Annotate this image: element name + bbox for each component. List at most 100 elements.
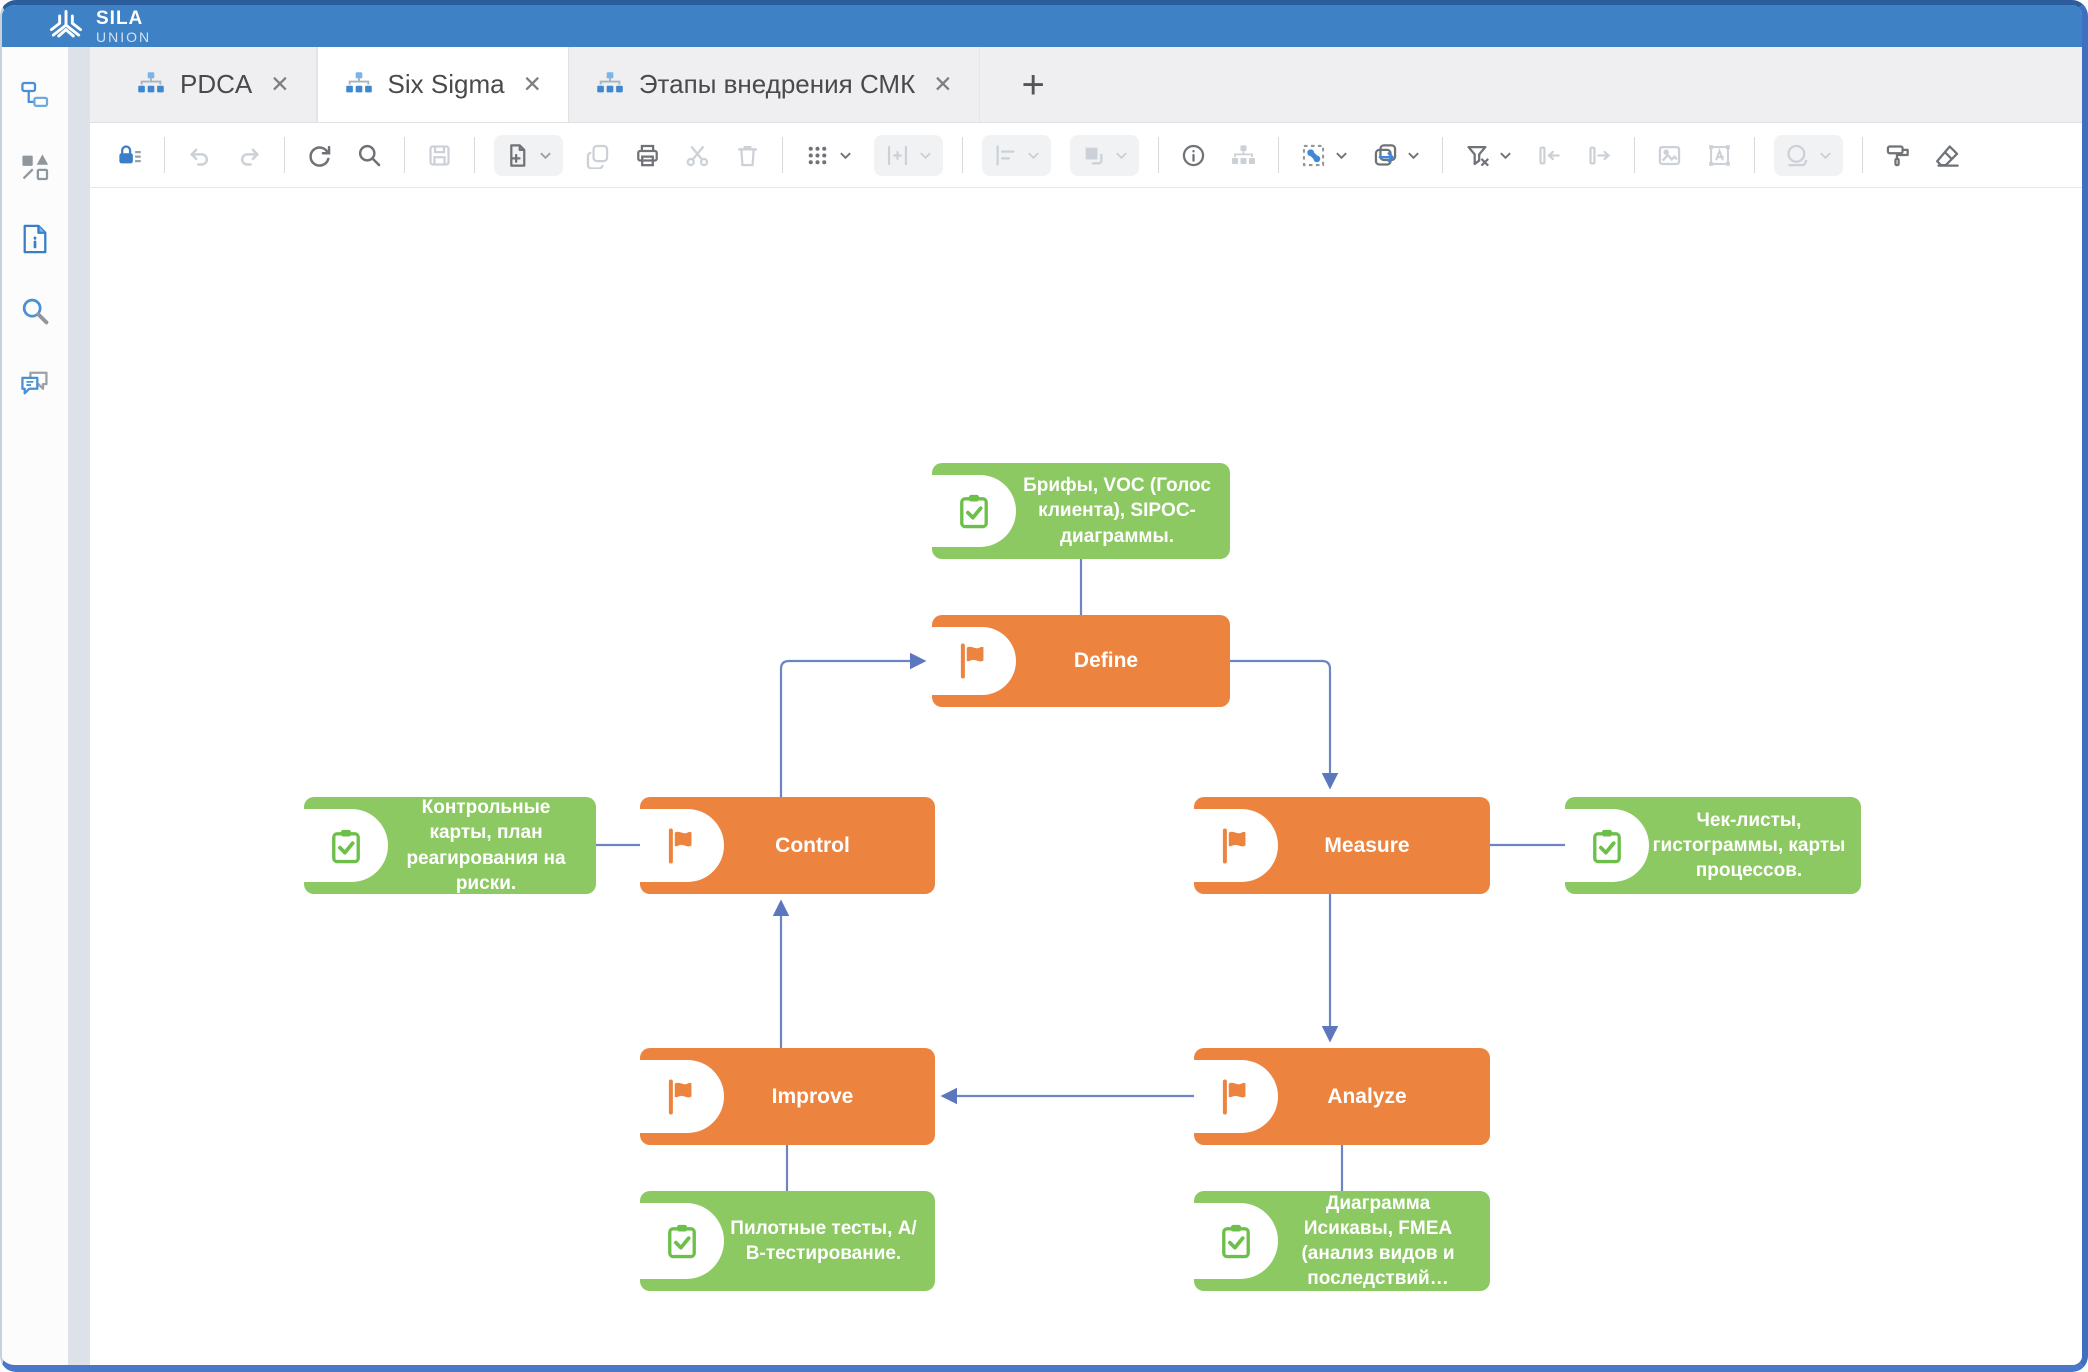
tab-close-icon[interactable]: ✕ <box>933 71 953 97</box>
indent-out-icon <box>1584 140 1615 171</box>
toolbar-separator <box>1862 137 1863 173</box>
stage-improve[interactable]: Improve <box>640 1048 935 1145</box>
toolbar <box>90 123 2082 188</box>
flag-icon <box>932 627 1016 695</box>
note-control[interactable]: Контрольные карты, план реагирования на … <box>304 797 596 894</box>
align-button <box>982 134 1051 176</box>
clear-filter-button[interactable] <box>1462 140 1515 171</box>
insert-image-icon <box>1654 140 1685 171</box>
eraser-icon[interactable] <box>1932 140 1963 171</box>
toolbar-separator <box>962 137 963 173</box>
chevron-down-icon <box>1500 152 1511 159</box>
tab-label: Этапы внедрения СМК <box>638 69 916 99</box>
clipboard-check-icon <box>640 1203 724 1279</box>
tab-etapy-vnedreniya-smk[interactable]: Этапы внедрения СМК ✕ <box>569 47 980 122</box>
org-chart-icon <box>1228 140 1259 171</box>
document-info-icon[interactable] <box>19 223 51 255</box>
toolbar-separator <box>782 137 783 173</box>
tab-close-icon[interactable]: ✕ <box>522 71 542 97</box>
grid-options-button[interactable] <box>802 140 855 171</box>
connector-define-measure[interactable] <box>1230 659 1339 790</box>
search-toolbar-icon[interactable] <box>354 140 385 171</box>
stage-measure[interactable]: Measure <box>1194 797 1490 894</box>
flag-icon <box>1194 1060 1278 1133</box>
note-text: Диаграмма Исикавы, FMEA (анализ видов и … <box>1301 1192 1455 1290</box>
add-tab-button[interactable]: + <box>1014 65 1053 105</box>
brand-subname: UNION <box>96 28 152 45</box>
toolbar-separator <box>1158 137 1159 173</box>
note-improve[interactable]: Пилотные тесты, А/В-тестирование. <box>640 1191 935 1291</box>
cut-icon <box>682 140 713 171</box>
clipboard-check-icon <box>932 475 1016 547</box>
flag-icon <box>1194 809 1278 882</box>
note-text: Контрольные карты, план реагирования на … <box>406 797 566 894</box>
app-header: SILA UNION <box>2 5 2082 47</box>
stage-define[interactable]: Define <box>932 615 1230 707</box>
indent-in-icon <box>1534 140 1565 171</box>
toolbar-separator <box>284 137 285 173</box>
chevron-down-icon <box>920 152 931 159</box>
note-measure[interactable]: Чек-листы, гистограммы, карты процессов. <box>1565 797 1861 894</box>
toolbar-separator <box>474 137 475 173</box>
toolbar-separator <box>1754 137 1755 173</box>
stage-label: Control <box>775 833 850 857</box>
note-analyze[interactable]: Диаграмма Исикавы, FMEA (анализ видов и … <box>1194 1191 1490 1291</box>
tab-six-sigma[interactable]: Six Sigma ✕ <box>316 47 569 122</box>
refresh-icon[interactable] <box>304 140 335 171</box>
flag-icon <box>640 1060 724 1133</box>
add-page-button[interactable] <box>494 134 563 176</box>
redo-icon <box>234 140 265 171</box>
text-frame-icon <box>1704 140 1735 171</box>
diagram-tab-icon <box>597 72 623 93</box>
toolbar-separator <box>1442 137 1443 173</box>
tab-bar: PDCA ✕ Six Sigma ✕ <box>90 47 2082 123</box>
shape-ellipse-button <box>1774 134 1843 176</box>
duplicate-icon <box>582 140 613 171</box>
brand-name: SILA <box>96 7 144 29</box>
chevron-down-icon <box>840 152 851 159</box>
stage-control[interactable]: Control <box>640 797 935 894</box>
note-define[interactable]: Брифы, VOC (Голос клиента), SIPOC-диагра… <box>932 463 1230 559</box>
region-select-button[interactable] <box>1298 140 1351 171</box>
stage-label: Improve <box>771 1084 854 1108</box>
tab-label: Six Sigma <box>387 69 505 99</box>
process-tree-icon[interactable] <box>19 79 51 111</box>
print-icon[interactable] <box>632 140 663 171</box>
toolbar-separator <box>164 137 165 173</box>
chevron-down-icon <box>1336 152 1347 159</box>
logo-trident-icon <box>50 9 82 38</box>
tab-close-icon[interactable]: ✕ <box>270 71 290 97</box>
chevron-down-icon <box>1408 152 1419 159</box>
info-icon[interactable] <box>1178 140 1209 171</box>
tab-pdca[interactable]: PDCA ✕ <box>110 47 317 122</box>
sila-union-logo: SILA UNION <box>46 7 151 45</box>
connectors-layer <box>596 559 1565 1191</box>
stage-label: Analyze <box>1327 1084 1407 1108</box>
stage-label: Measure <box>1324 833 1410 857</box>
chevron-down-icon <box>1028 152 1039 159</box>
note-text: Пилотные тесты, А/В-тестирование. <box>730 1217 917 1264</box>
format-painter-icon[interactable] <box>1882 140 1913 171</box>
connector-control-define[interactable] <box>779 652 927 894</box>
toolbar-separator <box>1278 137 1279 173</box>
diagram-canvas[interactable]: Брифы, VOC (Голос клиента), SIPOC-диагра… <box>90 188 2082 1365</box>
tab-label: PDCA <box>180 69 253 99</box>
chevron-down-icon <box>1820 152 1831 159</box>
note-text: Брифы, VOC (Голос клиента), SIPOC-диагра… <box>1023 475 1211 547</box>
copy-to-button[interactable] <box>1370 140 1423 171</box>
delete-icon <box>732 140 763 171</box>
shapes-icon[interactable] <box>19 151 51 183</box>
distribute-button <box>874 134 943 176</box>
search-icon[interactable] <box>19 295 51 327</box>
stage-analyze[interactable]: Analyze <box>1194 1048 1490 1145</box>
clipboard-check-icon <box>1565 809 1649 882</box>
toolbar-separator <box>1634 137 1635 173</box>
comments-icon[interactable] <box>19 367 51 399</box>
flag-icon <box>640 809 724 882</box>
left-sidebar <box>2 47 68 1365</box>
chevron-down-icon <box>1116 152 1127 159</box>
bring-to-front-button <box>1070 134 1139 176</box>
lock-icon[interactable] <box>114 140 145 171</box>
save-icon <box>424 140 455 171</box>
note-text: Чек-листы, гистограммы, карты процессов. <box>1652 809 1846 882</box>
